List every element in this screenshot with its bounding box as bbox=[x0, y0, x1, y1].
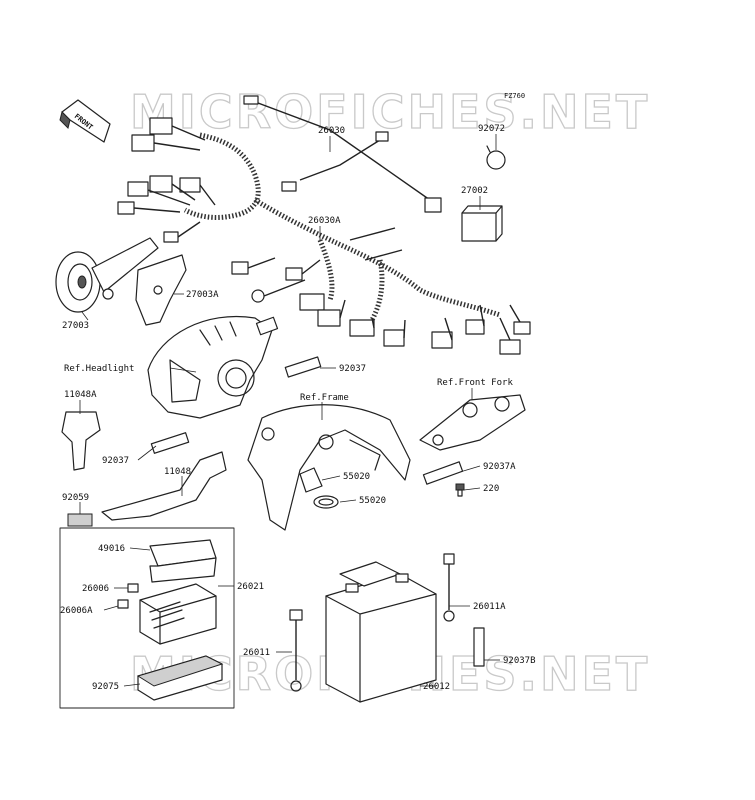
label-26030A: 26030A bbox=[308, 216, 341, 226]
label-92037B: 92037B bbox=[503, 656, 536, 666]
label-92037A: 92037A bbox=[483, 462, 516, 472]
bolt-220 bbox=[455, 483, 465, 497]
bracket-11048A bbox=[61, 411, 101, 471]
bracket-27003A bbox=[135, 254, 187, 326]
label-26006A: 26006A bbox=[60, 606, 93, 616]
front-fork-bracket bbox=[419, 394, 526, 451]
fuse-26006 bbox=[127, 583, 139, 593]
strap-92037B bbox=[473, 627, 485, 667]
grommet-55020-b bbox=[313, 495, 339, 509]
headlight-housing bbox=[147, 316, 279, 419]
label-49016: 49016 bbox=[98, 544, 125, 554]
label-92072: 92072 bbox=[478, 124, 505, 134]
label-27002: 27002 bbox=[461, 186, 488, 196]
relay-27002 bbox=[461, 205, 503, 242]
cable-26011A bbox=[443, 553, 455, 622]
ring-92072 bbox=[486, 145, 506, 170]
main-harness-26030 bbox=[117, 95, 531, 355]
junction-box-26021 bbox=[139, 583, 217, 645]
strap-92037-lower bbox=[150, 432, 190, 454]
figure-code: FZ760 bbox=[504, 92, 525, 100]
label-26030: 26030 bbox=[318, 126, 345, 136]
label-27003A: 27003A bbox=[186, 290, 219, 300]
label-26011: 26011 bbox=[243, 648, 270, 658]
label-26012: 26012 bbox=[423, 682, 450, 692]
label-220: 220 bbox=[483, 484, 499, 494]
label-92037-lower: 92037 bbox=[102, 456, 129, 466]
bracket-11048 bbox=[101, 451, 227, 521]
cable-26011 bbox=[289, 609, 303, 692]
frame bbox=[247, 404, 411, 531]
horn-27003 bbox=[55, 237, 159, 313]
battery-26012 bbox=[325, 561, 437, 703]
label-ref-headlight: Ref.Headlight bbox=[64, 364, 134, 374]
grommet-55020-a bbox=[299, 467, 323, 493]
label-92075: 92075 bbox=[92, 682, 119, 692]
strap-92037A bbox=[422, 461, 464, 485]
watermark-top: MICROFICHES.NET bbox=[130, 85, 650, 139]
label-ref-frame: Ref.Frame bbox=[300, 393, 349, 403]
cover-49016 bbox=[149, 539, 217, 583]
leader-lines bbox=[79, 134, 500, 687]
label-92059: 92059 bbox=[62, 493, 89, 503]
label-55020-b: 55020 bbox=[359, 496, 386, 506]
strap-92037-upper bbox=[284, 356, 322, 378]
label-92037-upper: 92037 bbox=[339, 364, 366, 374]
label-55020-a: 55020 bbox=[343, 472, 370, 482]
kit-box-26021 bbox=[59, 527, 235, 709]
front-arrow-icon: FRONT bbox=[59, 99, 111, 143]
label-11048A: 11048A bbox=[64, 390, 97, 400]
label-ref-front-fork: Ref.Front Fork bbox=[437, 378, 513, 388]
cover-92075 bbox=[136, 655, 224, 701]
pad-92059 bbox=[67, 513, 93, 527]
label-11048: 11048 bbox=[164, 467, 191, 477]
label-27003: 27003 bbox=[62, 321, 89, 331]
fuse-26006A bbox=[117, 599, 129, 609]
label-26021: 26021 bbox=[237, 582, 264, 592]
label-26011A: 26011A bbox=[473, 602, 506, 612]
label-26006: 26006 bbox=[82, 584, 109, 594]
